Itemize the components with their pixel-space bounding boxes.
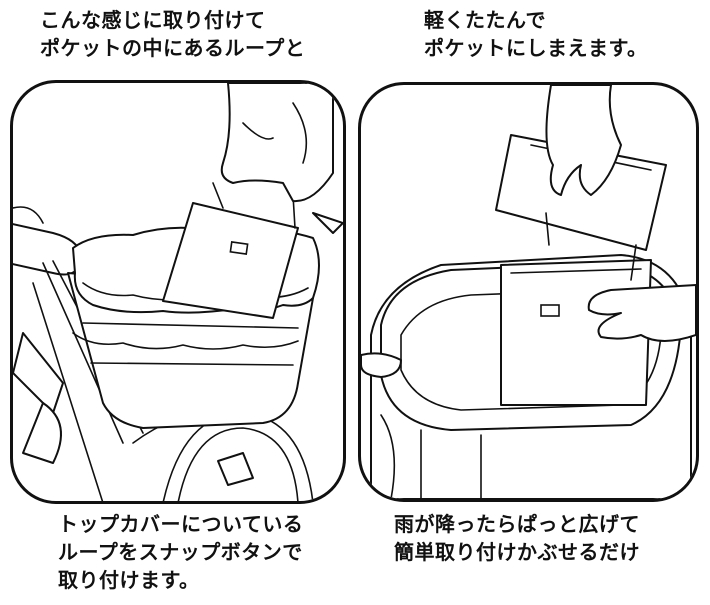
caption-line: 簡単取り付けかぶせるだけ (394, 540, 640, 564)
caption-attach-loop: こんな感じに取り付けて ポケットの中にあるループと (40, 6, 305, 62)
caption-rain-cover: 雨が降ったらぱっと広げて 簡単取り付けかぶせるだけ (394, 510, 640, 566)
hand-lower (587, 284, 696, 342)
illustration-attach-pouch (10, 80, 346, 504)
illustration-fold-pouch (358, 82, 699, 502)
pouch-fold-illustration (361, 85, 696, 499)
caption-line: 雨が降ったらぱっと広げて (394, 512, 640, 536)
caption-line: 取り付けます。 (58, 568, 200, 592)
caption-line: ポケットにしまえます。 (424, 36, 648, 60)
handlebar (13, 223, 83, 276)
pouch-label (229, 241, 249, 255)
hand-upper (545, 85, 622, 196)
caption-fold-store: 軽くたたんで ポケットにしまえます。 (424, 6, 648, 62)
caption-line: 軽くたたんで (424, 8, 546, 32)
hand (220, 83, 334, 203)
pocket-label (540, 304, 560, 317)
caption-line: トップカバーについている (58, 512, 304, 536)
caption-line: こんな感じに取り付けて (40, 8, 266, 32)
brake-lever (13, 332, 64, 414)
caption-line: ループをスナップボタンで (58, 540, 303, 564)
caption-line: ポケットの中にあるループと (40, 36, 306, 60)
pouch (162, 202, 299, 319)
caption-snap-button: トップカバーについている ループをスナップボタンで 取り付けます。 (58, 510, 303, 594)
loop-strap (545, 212, 637, 281)
basket-attach-illustration (13, 83, 343, 501)
